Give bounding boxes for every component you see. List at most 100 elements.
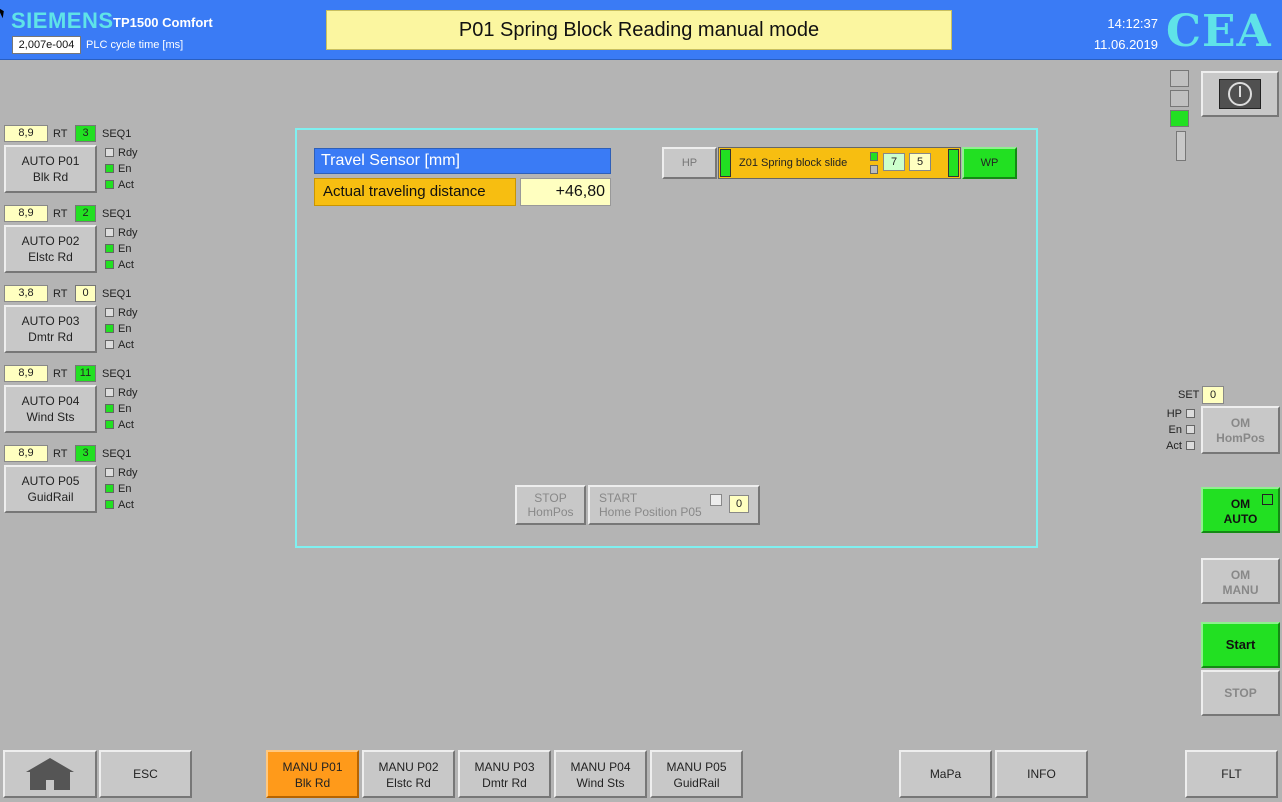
slide-counter-2: 5	[909, 153, 931, 171]
slide-work-position-button[interactable]: WP	[962, 147, 1017, 179]
ready-label: Rdy	[118, 307, 138, 319]
stop-button[interactable]: STOP	[1201, 670, 1280, 716]
slide-sensor-led-2	[870, 165, 878, 174]
panel-model: TP1500 Comfort	[113, 15, 213, 30]
travel-distance-label: Actual traveling distance	[314, 178, 516, 206]
runtime-label: RT	[53, 368, 68, 380]
button-line1: START	[599, 491, 638, 505]
button-line1: AUTO P03	[21, 314, 80, 328]
active-label: Act	[118, 179, 134, 191]
ready-led	[105, 148, 114, 157]
runtime-label: RT	[53, 128, 68, 140]
ready-led	[105, 228, 114, 237]
button-line1: MANU P05	[666, 760, 727, 774]
set-value: 0	[1202, 386, 1224, 404]
active-led	[105, 340, 114, 349]
button-line2: Home Position P05	[599, 505, 702, 519]
ready-led	[105, 468, 114, 477]
button-line1: AUTO P01	[21, 154, 80, 168]
button-line2: Blk Rd	[32, 170, 69, 184]
button-line1: MANU P02	[378, 760, 439, 774]
company-logo: CEA	[1166, 6, 1272, 57]
button-line2: Elstc Rd	[28, 250, 73, 264]
slide-name: Z01 Spring block slide	[739, 157, 848, 169]
slide-wp-indicator	[948, 149, 959, 177]
vertical-scroll-indicator[interactable]	[1176, 131, 1186, 161]
button-line1: AUTO P05	[21, 474, 80, 488]
sequence-step-count: 11	[75, 365, 96, 382]
button-line2: Wind Sts	[26, 410, 75, 424]
runtime-label: RT	[53, 448, 68, 460]
brand-name: SIEMENS	[11, 8, 114, 33]
power-icon	[1228, 82, 1252, 106]
enable-led	[105, 244, 114, 253]
button-line1: AUTO P04	[21, 394, 80, 408]
runtime-value: 8,9	[4, 125, 48, 142]
ready-led	[105, 388, 114, 397]
sequence-step-count: 2	[75, 205, 96, 222]
power-icon-line	[1239, 86, 1241, 97]
slide-sensor-led-1	[870, 152, 878, 161]
button-line1: MANU P04	[570, 760, 631, 774]
enable-led	[105, 324, 114, 333]
enable-label: En	[118, 403, 132, 415]
button-line2: GuidRail	[673, 776, 720, 790]
active-label: Act	[118, 499, 134, 511]
button-line1: OM	[1230, 416, 1251, 430]
plc-cycle-value: 2,007e-004	[12, 36, 81, 54]
runtime-label: RT	[53, 208, 68, 220]
slide-home-position-button[interactable]: HP	[662, 147, 717, 179]
plc-cycle-label: PLC cycle time [ms]	[86, 39, 184, 51]
hp-led	[1186, 409, 1195, 418]
esc-button[interactable]: ESC	[99, 750, 192, 798]
active-led	[105, 260, 114, 269]
active-led	[105, 420, 114, 429]
sequence-label: SEQ1	[102, 288, 132, 300]
enable-led	[105, 404, 114, 413]
button-line2: AUTO	[1223, 512, 1258, 526]
start-button[interactable]: Start	[1201, 622, 1280, 668]
active-label: Act	[118, 339, 134, 351]
active-label: Act	[118, 259, 134, 271]
status-square-3	[1170, 110, 1189, 127]
info-button[interactable]: INFO	[995, 750, 1088, 798]
enable-led	[105, 484, 114, 493]
status-square-2	[1170, 90, 1189, 107]
button-line1: MANU P03	[474, 760, 535, 774]
enable-led	[105, 164, 114, 173]
button-line2: Blk Rd	[294, 776, 331, 790]
slide-hp-indicator	[720, 149, 731, 177]
mapa-button[interactable]: MaPa	[899, 750, 992, 798]
runtime-value: 8,9	[4, 205, 48, 222]
en-label: En	[1168, 424, 1182, 436]
ready-led	[105, 308, 114, 317]
sequence-label: SEQ1	[102, 368, 132, 380]
enable-label: En	[118, 323, 132, 335]
ready-label: Rdy	[118, 467, 138, 479]
screen-title: P01 Spring Block Reading manual mode	[326, 10, 952, 50]
runtime-value: 8,9	[4, 445, 48, 462]
enable-label: En	[118, 163, 132, 175]
ready-label: Rdy	[118, 227, 138, 239]
sequence-step-count: 3	[75, 125, 96, 142]
fault-button[interactable]: FLT	[1185, 750, 1278, 798]
active-led	[105, 500, 114, 509]
set-label: SET	[1178, 389, 1200, 401]
active-led	[105, 180, 114, 189]
button-line1: OM	[1230, 568, 1251, 582]
button-line2: HomPos	[527, 505, 574, 519]
